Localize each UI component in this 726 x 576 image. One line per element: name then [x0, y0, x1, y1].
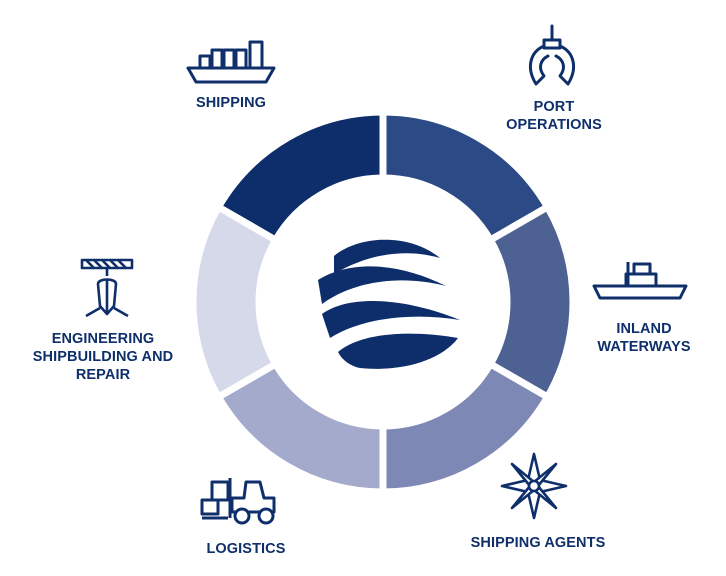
compass-rose-icon — [500, 452, 568, 520]
label-inland-waterways: INLAND WATERWAYS — [597, 321, 691, 355]
waves-logo — [318, 239, 460, 369]
label-engineering: ENGINEERING SHIPBUILDING AND REPAIR — [32, 331, 174, 383]
label-shipping-agents: SHIPPING AGENTS — [470, 535, 606, 551]
ring-segment-shipping — [213, 108, 387, 245]
label-shipping: SHIPPING — [195, 95, 267, 111]
shipyard-hull-icon — [80, 258, 134, 318]
label-port-operations: PORT OPERATIONS — [506, 99, 602, 133]
tugboat-icon — [592, 262, 688, 300]
label-logistics: LOGISTICS — [206, 541, 286, 557]
container-ship-icon — [186, 40, 276, 84]
forklift-icon — [200, 478, 276, 525]
grab-claw-icon — [528, 24, 576, 86]
